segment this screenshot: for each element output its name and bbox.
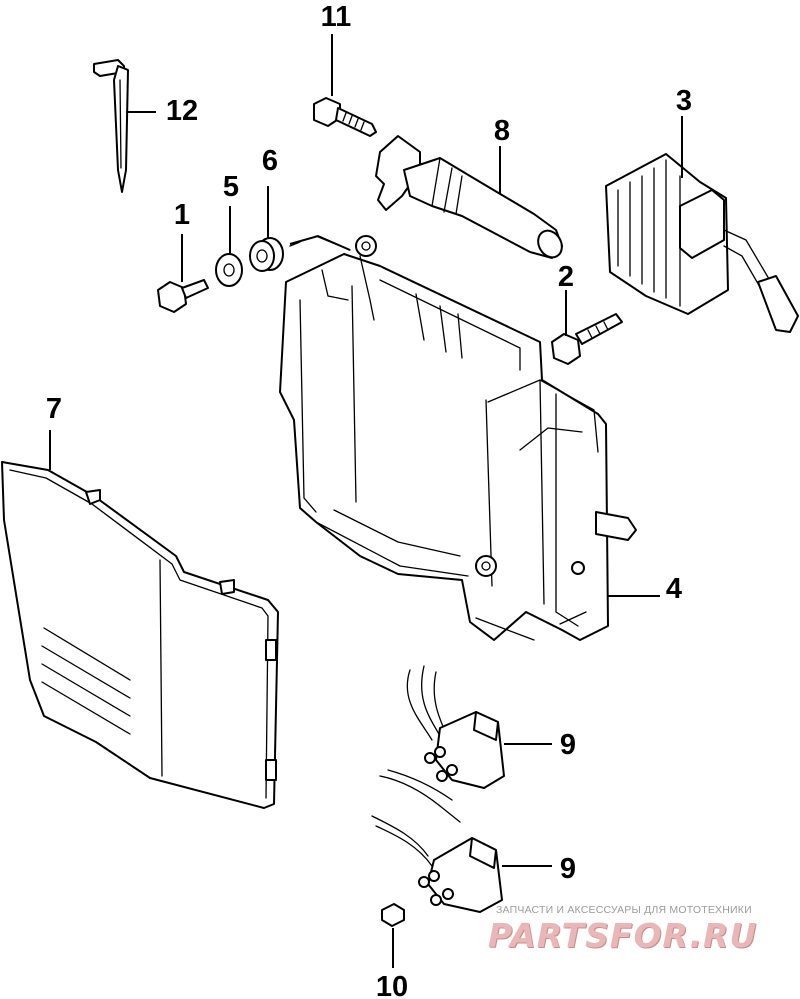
- part-10-cap: [381, 903, 405, 927]
- part-12-cable-tie: [93, 59, 129, 193]
- part-9-relay-upper: [379, 665, 505, 823]
- part-2-bolt: [551, 313, 623, 365]
- watermark-caption: ЗАПЧАСТИ И АКСЕССУАРЫ ДЛЯ МОТОТЕХНИКИ: [496, 904, 752, 916]
- part-4-bracket: [279, 235, 637, 641]
- callout-5: 5: [223, 171, 239, 203]
- part-11-bolt: [313, 97, 377, 137]
- part-1-bolt: [157, 279, 209, 313]
- leader-lines: [49, 34, 683, 968]
- callout-11: 11: [321, 1, 352, 33]
- callout-3: 3: [676, 85, 692, 117]
- part-9-relay-lower: [371, 815, 503, 913]
- callout-6: 6: [262, 145, 278, 177]
- part-3-regulator: [605, 153, 799, 333]
- callout-7: 7: [46, 393, 62, 425]
- callout-9-lower: 9: [560, 853, 576, 885]
- callout-10: 10: [376, 971, 408, 999]
- callout-9-upper: 9: [560, 729, 576, 761]
- callout-8: 8: [494, 115, 510, 147]
- part-8-ignition-coil: [375, 135, 563, 259]
- part-6-grommet: [249, 237, 284, 272]
- callout-2: 2: [558, 261, 574, 293]
- part-7-cover: [1, 461, 279, 809]
- callout-1: 1: [174, 199, 190, 231]
- callout-12: 12: [166, 95, 198, 127]
- part-5-washer: [215, 253, 243, 287]
- watermark-logo: PARTSFOR.RU: [488, 916, 758, 955]
- callout-4: 4: [666, 573, 682, 605]
